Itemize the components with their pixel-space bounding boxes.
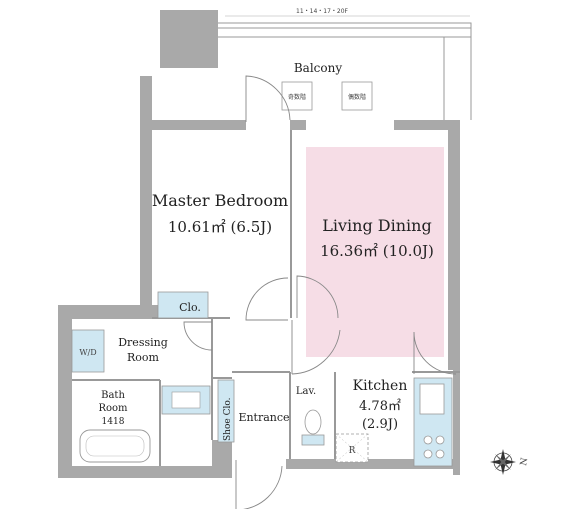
kitchen-area: 4.78㎡ [359, 399, 401, 414]
kitchen-name: Kitchen [353, 378, 408, 394]
floor-note: 11・14・17・20F [296, 8, 349, 15]
exterior-walls [58, 10, 460, 478]
shoe-closet: Shoe Clo. [217, 379, 235, 443]
doors [183, 75, 457, 509]
svg-text:Shoe Clo.: Shoe Clo. [223, 397, 233, 441]
bedroom-closet: Clo. [157, 291, 209, 319]
dressing-room-label-2: Room [127, 351, 160, 364]
master-bedroom-area: 10.61㎡ (6.5J) [168, 218, 272, 236]
living-dining-area: 16.36㎡ (10.0J) [320, 242, 434, 260]
compass-icon [490, 449, 516, 475]
svg-text:偶数階: 偶数階 [348, 93, 366, 101]
closet-label: Clo. [179, 301, 201, 314]
balcony-unit-odd: 奇数階 [281, 81, 313, 111]
living-dining-name: Living Dining [322, 216, 431, 235]
bath-room-label-3: 1418 [102, 417, 125, 427]
washer-dryer: W/D [71, 329, 105, 373]
refrigerator: R [335, 433, 369, 463]
kitchen-size: (2.9J) [362, 417, 398, 432]
interior-walls [72, 130, 460, 466]
dressing-room-label-1: Dressing [118, 336, 168, 349]
entrance-label: Entrance [238, 411, 289, 424]
svg-text:R: R [349, 446, 356, 456]
living-dining-highlight [306, 147, 444, 357]
bathtub [79, 429, 151, 463]
master-bedroom-name: Master Bedroom [152, 191, 288, 210]
balcony-unit-even: 偶数階 [341, 81, 373, 111]
toilet [301, 409, 325, 446]
bath-room-label-2: Room [98, 403, 128, 414]
balcony-label: Balcony [294, 61, 342, 75]
bath-room-label-1: Bath [101, 390, 125, 401]
svg-text:奇数階: 奇数階 [288, 93, 306, 101]
lavatory-label: Lav. [296, 386, 316, 397]
kitchen-counter [413, 377, 453, 467]
svg-text:W/D: W/D [79, 348, 96, 357]
compass-north-label: N [519, 457, 530, 467]
